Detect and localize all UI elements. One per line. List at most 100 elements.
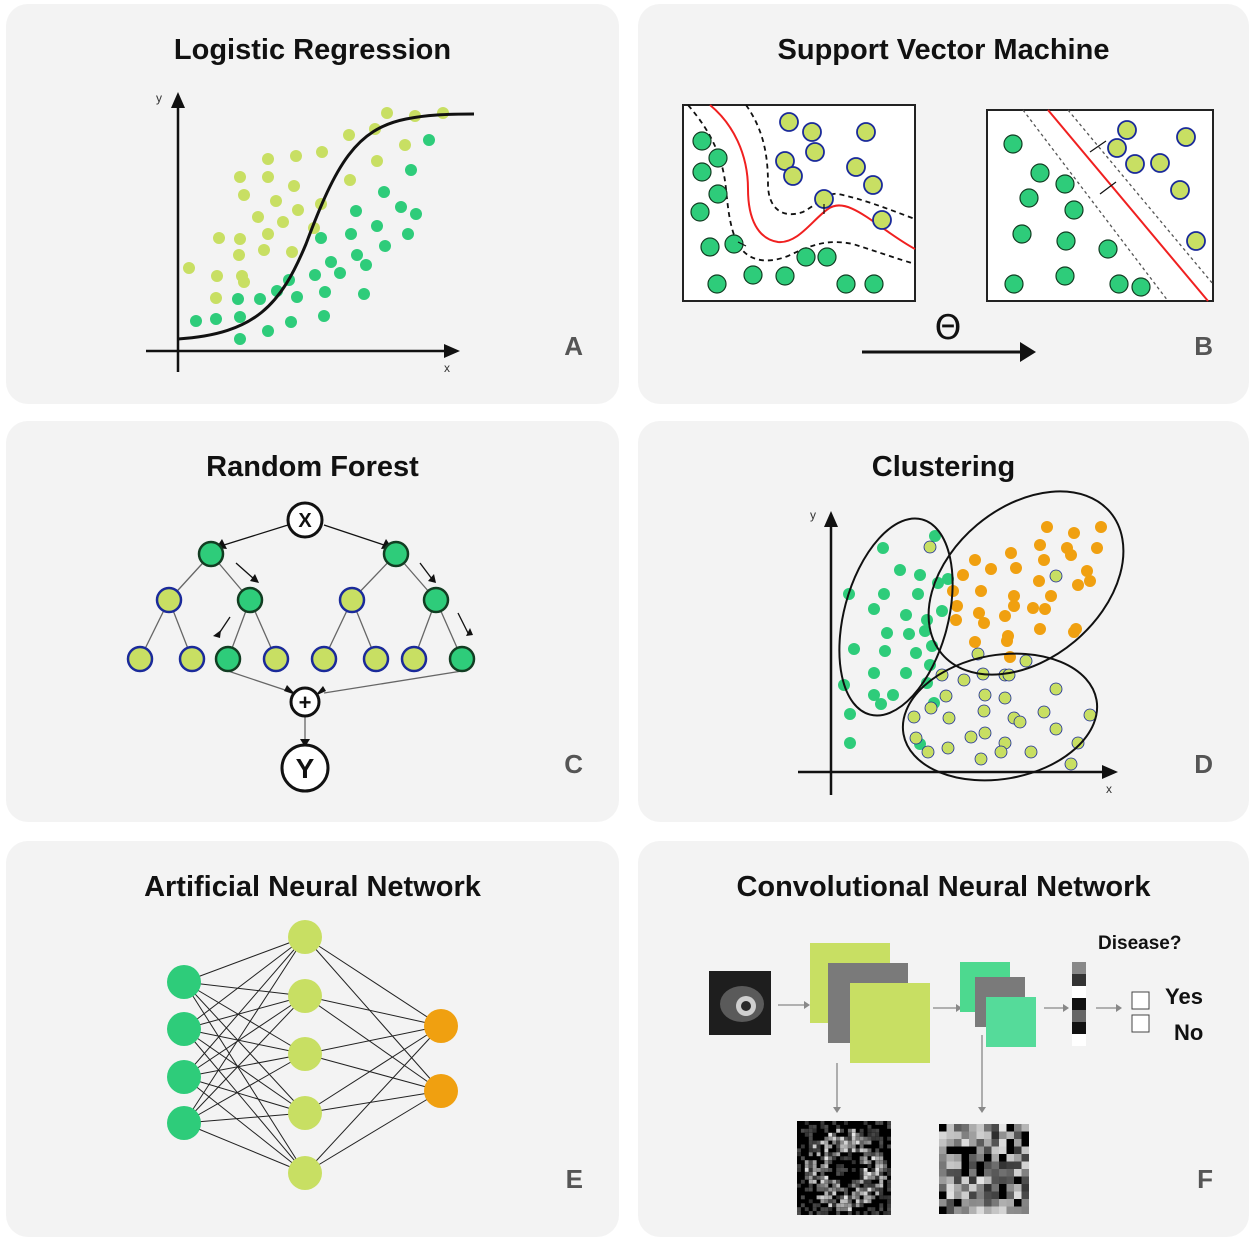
activation-pixel — [808, 1128, 813, 1133]
activation-pixel — [820, 1207, 825, 1212]
data-point-light — [288, 180, 300, 192]
data-point-cluster-1 — [879, 645, 891, 657]
activation-pixel — [1006, 1184, 1014, 1192]
activation-pixel — [969, 1184, 977, 1192]
data-point-cluster-2 — [969, 554, 981, 566]
output-node — [280, 743, 330, 793]
activation-pixel — [840, 1136, 844, 1141]
activation-pixel — [1021, 1206, 1029, 1214]
activation-pixel — [859, 1187, 864, 1192]
activation-pixel — [820, 1121, 825, 1125]
activation-pixel — [820, 1195, 825, 1200]
activation-pixel — [867, 1207, 872, 1212]
activation-pixel — [828, 1160, 833, 1165]
activation-pixel — [879, 1179, 884, 1184]
panel-clustering: Clustering y x D — [638, 421, 1249, 822]
activation-pixel — [851, 1148, 856, 1153]
data-point-light — [856, 122, 876, 142]
activation-pixel — [867, 1148, 872, 1153]
data-point-dark — [254, 293, 266, 305]
data-point-dark — [1109, 274, 1129, 294]
activation-pixel — [812, 1160, 817, 1165]
activation-pixel — [816, 1211, 821, 1215]
data-point-light — [210, 292, 222, 304]
data-point-light — [1186, 231, 1206, 251]
activation-pixel — [859, 1144, 864, 1149]
tree-node — [338, 586, 366, 614]
activation-pixel — [976, 1191, 984, 1199]
theta-symbol: Θ — [935, 308, 962, 348]
activation-pixel — [961, 1124, 969, 1132]
input-neuron — [167, 1012, 201, 1046]
activation-pixel — [1006, 1176, 1014, 1184]
activation-pixel — [863, 1187, 868, 1192]
data-point-cluster-1 — [894, 564, 906, 576]
activation-pixel — [851, 1168, 856, 1172]
activation-pixel — [1014, 1161, 1022, 1169]
activation-pixel — [824, 1187, 829, 1192]
activation-pixel — [991, 1206, 999, 1214]
activation-pixel — [991, 1184, 999, 1192]
activation-pixel — [816, 1148, 821, 1153]
data-point-dark — [360, 259, 372, 271]
vector-cell — [1072, 1034, 1086, 1046]
yes-label: Yes — [1165, 984, 1203, 1009]
activation-pixel — [879, 1144, 884, 1149]
activation-pixel — [1021, 1154, 1029, 1162]
vector-cell — [1072, 962, 1086, 974]
activation-pixel — [961, 1139, 969, 1147]
network-connection — [183, 995, 306, 1078]
activation-pixel — [847, 1132, 852, 1137]
activation-pixel — [863, 1175, 868, 1180]
activation-pixel — [800, 1195, 805, 1200]
activation-pixel — [832, 1203, 837, 1208]
no-checkbox[interactable] — [1131, 1014, 1150, 1033]
activation-pixel — [855, 1211, 860, 1215]
data-point-cluster-2 — [1081, 565, 1093, 577]
data-point-dark — [1055, 174, 1075, 194]
data-point-cluster-3 — [907, 710, 921, 724]
activation-pixel — [859, 1168, 864, 1172]
activation-pixel — [847, 1152, 852, 1157]
activation-pixel — [999, 1206, 1007, 1214]
data-point-dark — [234, 333, 246, 345]
data-point-cluster-3 — [1083, 708, 1097, 722]
network-connection — [183, 1053, 306, 1078]
cluster-boundary — [838, 517, 954, 717]
activation-pixel — [808, 1171, 813, 1176]
activation-pixel — [836, 1203, 841, 1208]
margin-arrow — [1099, 181, 1117, 195]
data-point-dark — [864, 274, 884, 294]
data-point-light — [183, 262, 195, 274]
activation-pixel — [840, 1171, 844, 1176]
activation-pixel — [844, 1168, 848, 1172]
hidden-neuron — [288, 1096, 322, 1130]
data-point-cluster-1 — [848, 643, 860, 655]
input-neuron — [167, 1106, 201, 1140]
activation-pixel — [887, 1171, 891, 1176]
activation-pixel — [851, 1191, 856, 1196]
data-point-dark — [1030, 163, 1050, 183]
activation-pixel — [859, 1203, 864, 1208]
activation-pixel — [855, 1187, 860, 1192]
data-point-cluster-2 — [1068, 527, 1080, 539]
data-point-light — [437, 107, 449, 119]
activation-pixel — [824, 1140, 829, 1145]
activation-pixel — [1021, 1146, 1029, 1154]
tree-node — [310, 645, 338, 673]
network-connection — [304, 1053, 442, 1092]
activation-pixel — [832, 1199, 837, 1204]
data-point-cluster-2 — [1041, 521, 1053, 533]
activation-pixel — [816, 1187, 821, 1192]
activation-pixel — [855, 1148, 860, 1153]
activation-pixel — [999, 1139, 1007, 1147]
yes-checkbox[interactable] — [1131, 991, 1150, 1010]
tree-node-selected — [197, 540, 225, 568]
activation-pixel — [879, 1195, 884, 1200]
data-point-light — [872, 210, 892, 230]
activation-pixel — [887, 1207, 891, 1212]
activation-pixel — [969, 1154, 977, 1162]
data-point-light — [316, 146, 328, 158]
tree-node — [262, 645, 290, 673]
data-point-cluster-3 — [1049, 682, 1063, 696]
